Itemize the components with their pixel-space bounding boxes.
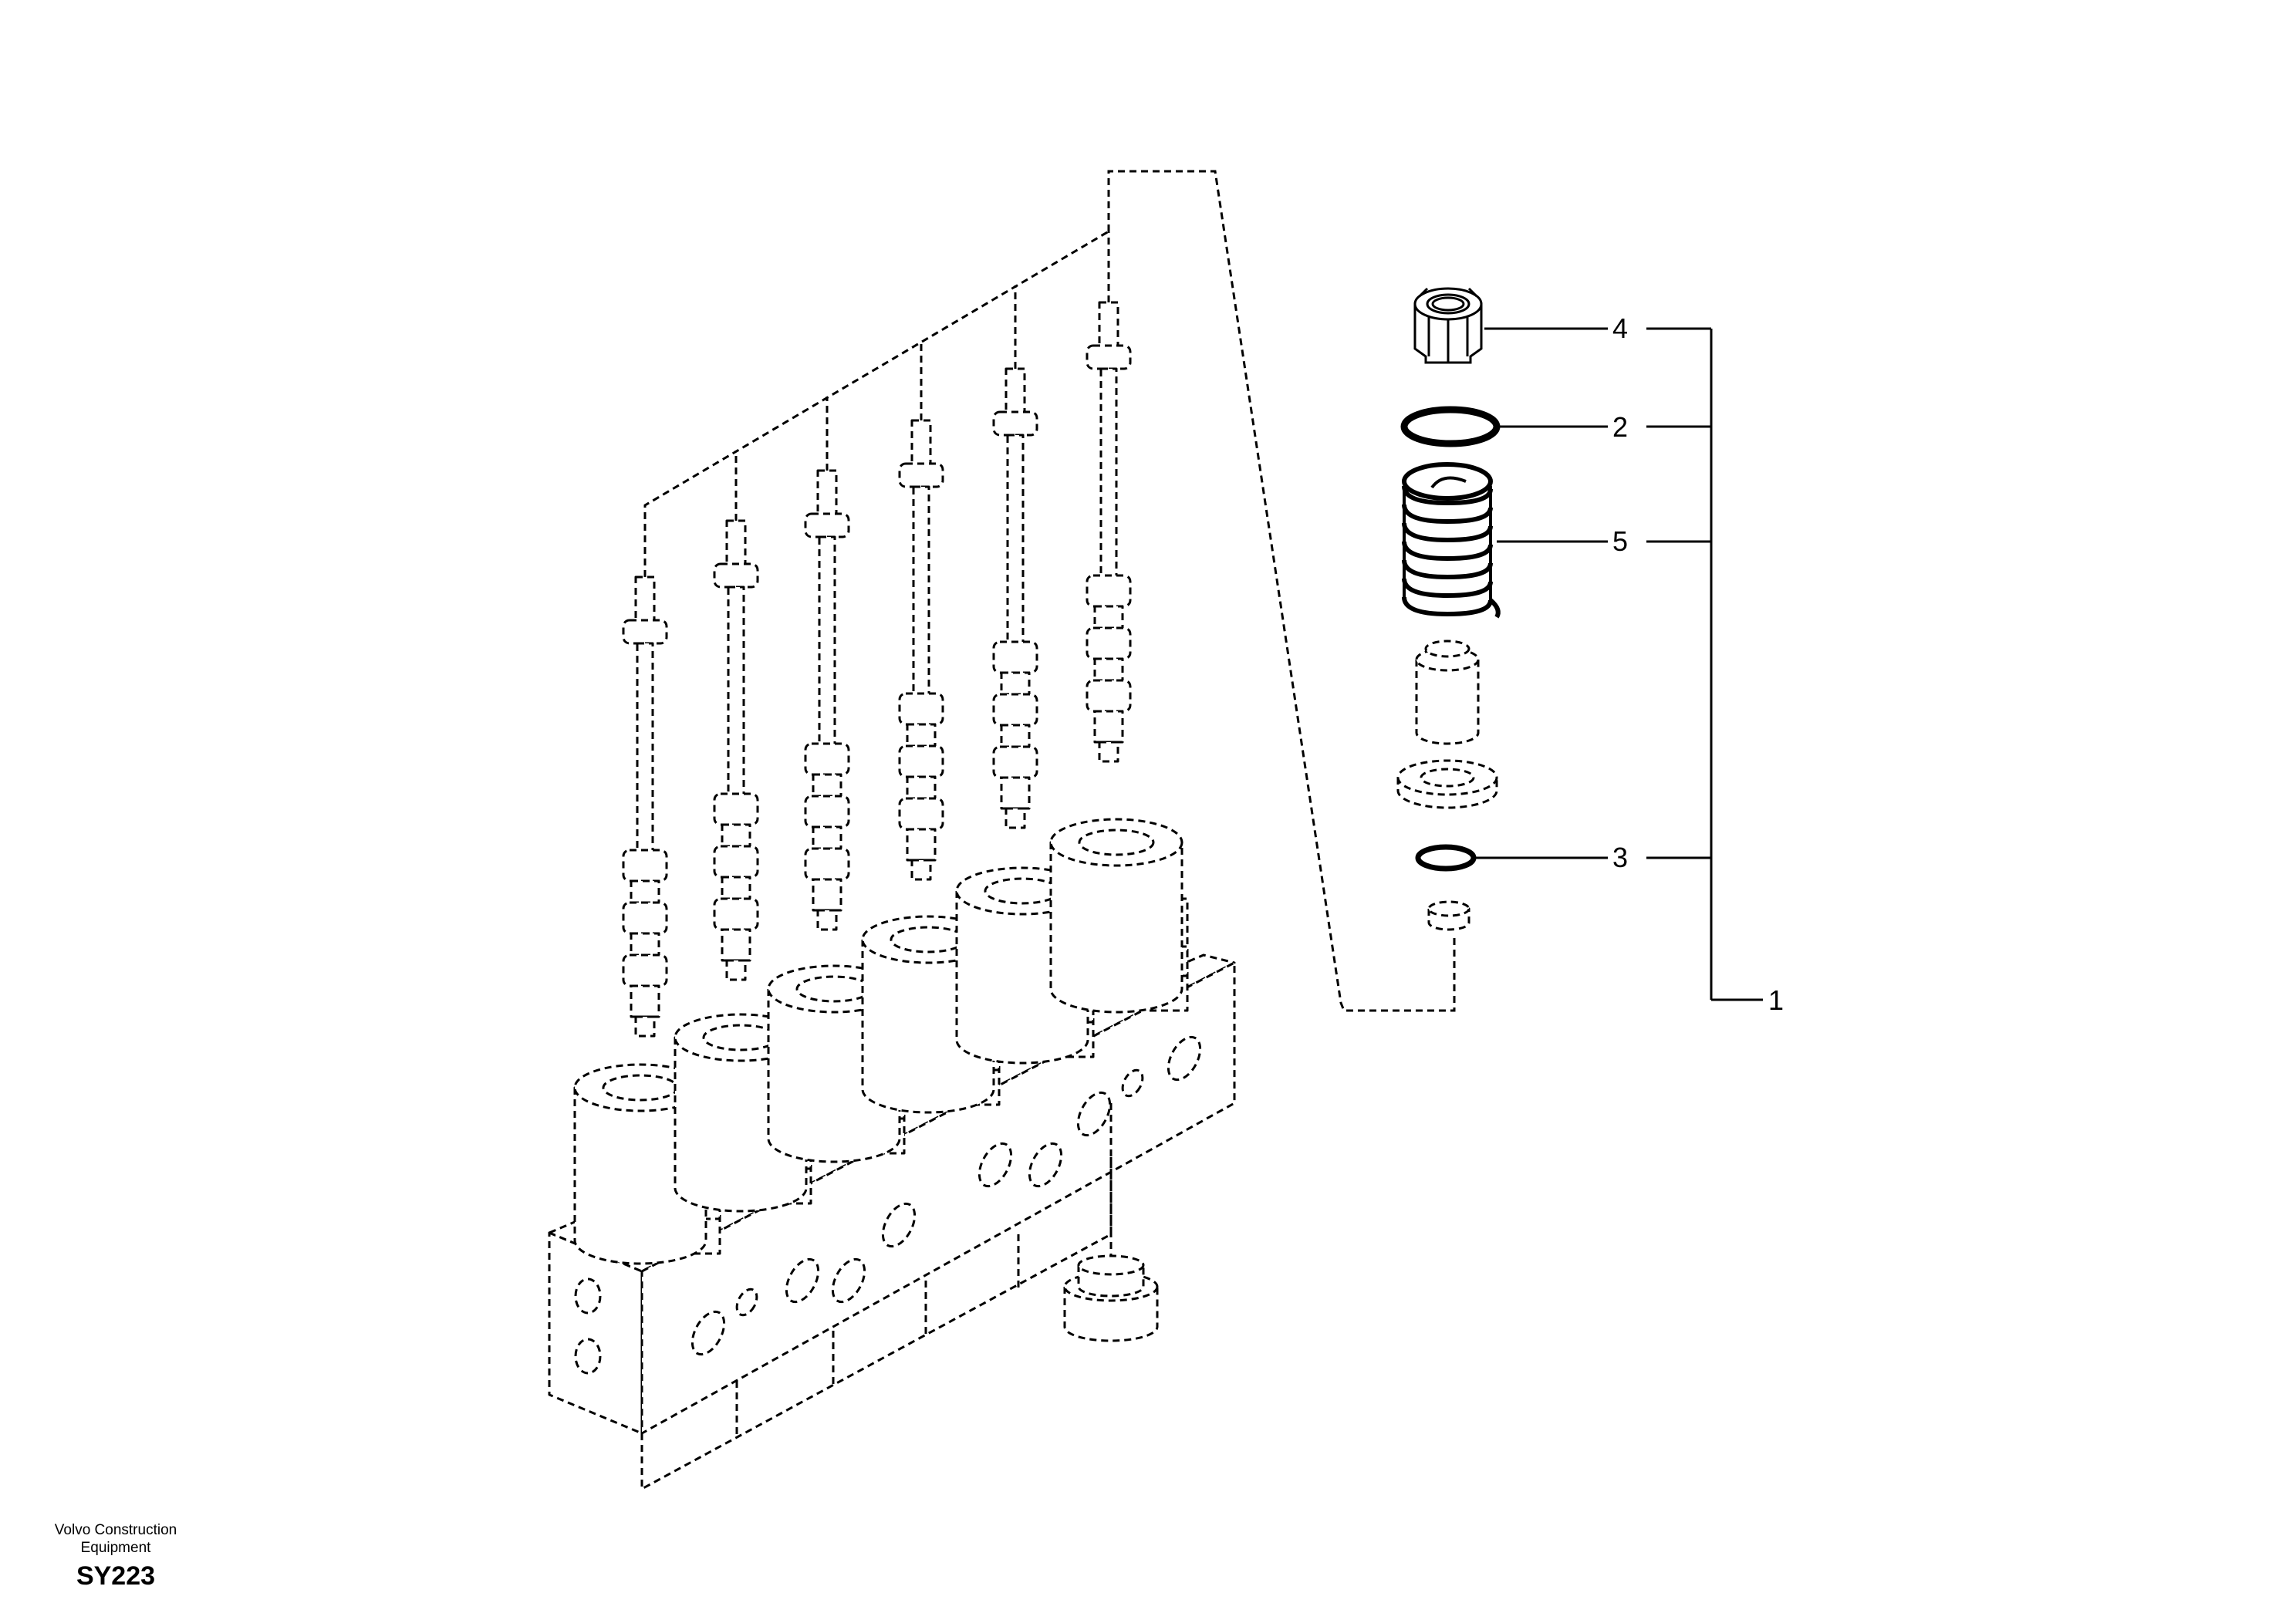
spring-item-5 (1402, 462, 1501, 619)
spools (622, 301, 1132, 1038)
leader-lines (1475, 327, 1763, 1001)
callout-5: 5 (1612, 525, 1628, 557)
callout-1: 1 (1768, 984, 1784, 1016)
alignment-lines (643, 170, 1456, 1012)
o-ring-item-2 (1400, 406, 1501, 447)
callout-3: 3 (1612, 842, 1628, 873)
solenoid-cartridges (573, 818, 1189, 1265)
washer (1396, 759, 1498, 809)
bottom-plug (1063, 1103, 1159, 1342)
seat (1427, 900, 1470, 931)
brand-block: Volvo Construction Equipment SY223 (31, 1521, 201, 1591)
callout-4: 4 (1612, 312, 1628, 344)
nut-item-4 (1413, 287, 1483, 364)
brand-line-1: Volvo Construction (54, 1522, 177, 1538)
o-ring-item-3 (1415, 844, 1477, 872)
diagram-code: SY223 (76, 1561, 156, 1591)
callouts: 4 2 5 3 1 (1612, 312, 1784, 1016)
brand-line-2: Equipment (80, 1540, 151, 1556)
callout-2: 2 (1612, 411, 1628, 443)
sleeve (1415, 640, 1480, 745)
